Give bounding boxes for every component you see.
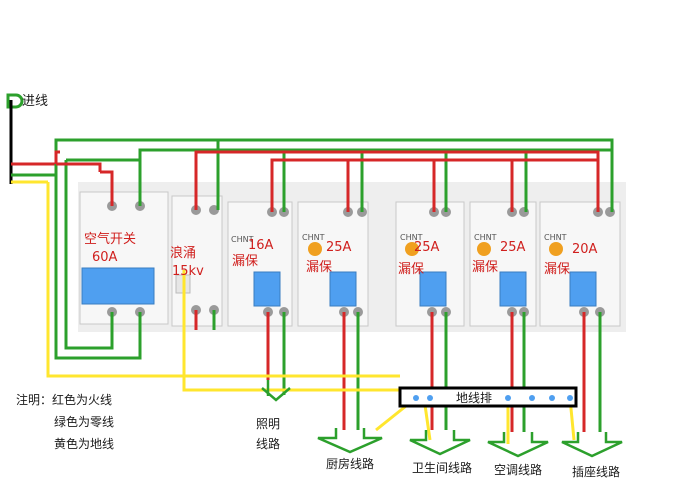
socket-output-arrow: [561, 432, 623, 458]
breaker-name-2: 漏保: [306, 260, 333, 275]
circuit-aircon: 空调线路: [494, 463, 543, 477]
ground-bar: [398, 386, 578, 408]
brand-badge-1: CHNT: [231, 235, 254, 244]
incoming-label: 进线: [22, 94, 49, 109]
rcd-module-4: [469, 201, 537, 327]
brand-badge-3: CHNT: [400, 233, 423, 242]
ground-bar-label: 地线排: [456, 391, 493, 405]
brand-badge-4: CHNT: [474, 233, 497, 242]
rcd-module-2: [297, 201, 369, 327]
incoming-supply: [6, 93, 56, 184]
rcd-module-3: [395, 201, 465, 327]
legend-neutral: 绿色为零线: [54, 415, 115, 429]
ground-wiring: [46, 182, 576, 444]
brand-badge-5: CHNT: [544, 233, 567, 242]
breaker-name-3: 漏保: [398, 262, 425, 277]
breaker-rating-3: 25A: [414, 240, 440, 255]
circuit-bathroom: 卫生间线路: [412, 461, 473, 475]
main-switch-module: [79, 191, 169, 325]
bathroom-output-arrow: [409, 430, 471, 456]
lighting-label-1: 照明: [256, 417, 281, 431]
breaker-rating-2: 25A: [326, 240, 352, 255]
neutral-wiring: [54, 138, 614, 432]
live-wiring: [54, 150, 600, 432]
surge-rating: 15kv: [172, 264, 204, 279]
lighting-output-arrow: [261, 380, 291, 402]
main-switch-rating: 60A: [92, 250, 118, 265]
surge-label: 浪涌: [170, 246, 197, 261]
kitchen-output-arrow: [317, 428, 383, 454]
brand-badge-2: CHNT: [302, 233, 325, 242]
breaker-rating-5: 20A: [572, 242, 598, 257]
legend-title: 注明：红色为火线: [16, 393, 113, 407]
breaker-name-5: 漏保: [544, 262, 571, 277]
circuit-socket: 插座线路: [572, 465, 621, 479]
main-switch-label: 空气开关: [84, 232, 137, 247]
aircon-output-arrow: [487, 432, 549, 458]
breaker-rating-4: 25A: [500, 240, 526, 255]
circuit-kitchen: 厨房线路: [326, 457, 375, 471]
legend-ground: 黄色为地线: [54, 437, 115, 451]
breaker-rating-1: 16A: [248, 238, 274, 253]
breaker-name-1: 漏保: [232, 254, 259, 269]
rcd-module-5: [539, 201, 621, 327]
lighting-label-2: 线路: [256, 437, 281, 451]
rcd-module-1: [227, 201, 293, 327]
breaker-name-4: 漏保: [472, 260, 499, 275]
